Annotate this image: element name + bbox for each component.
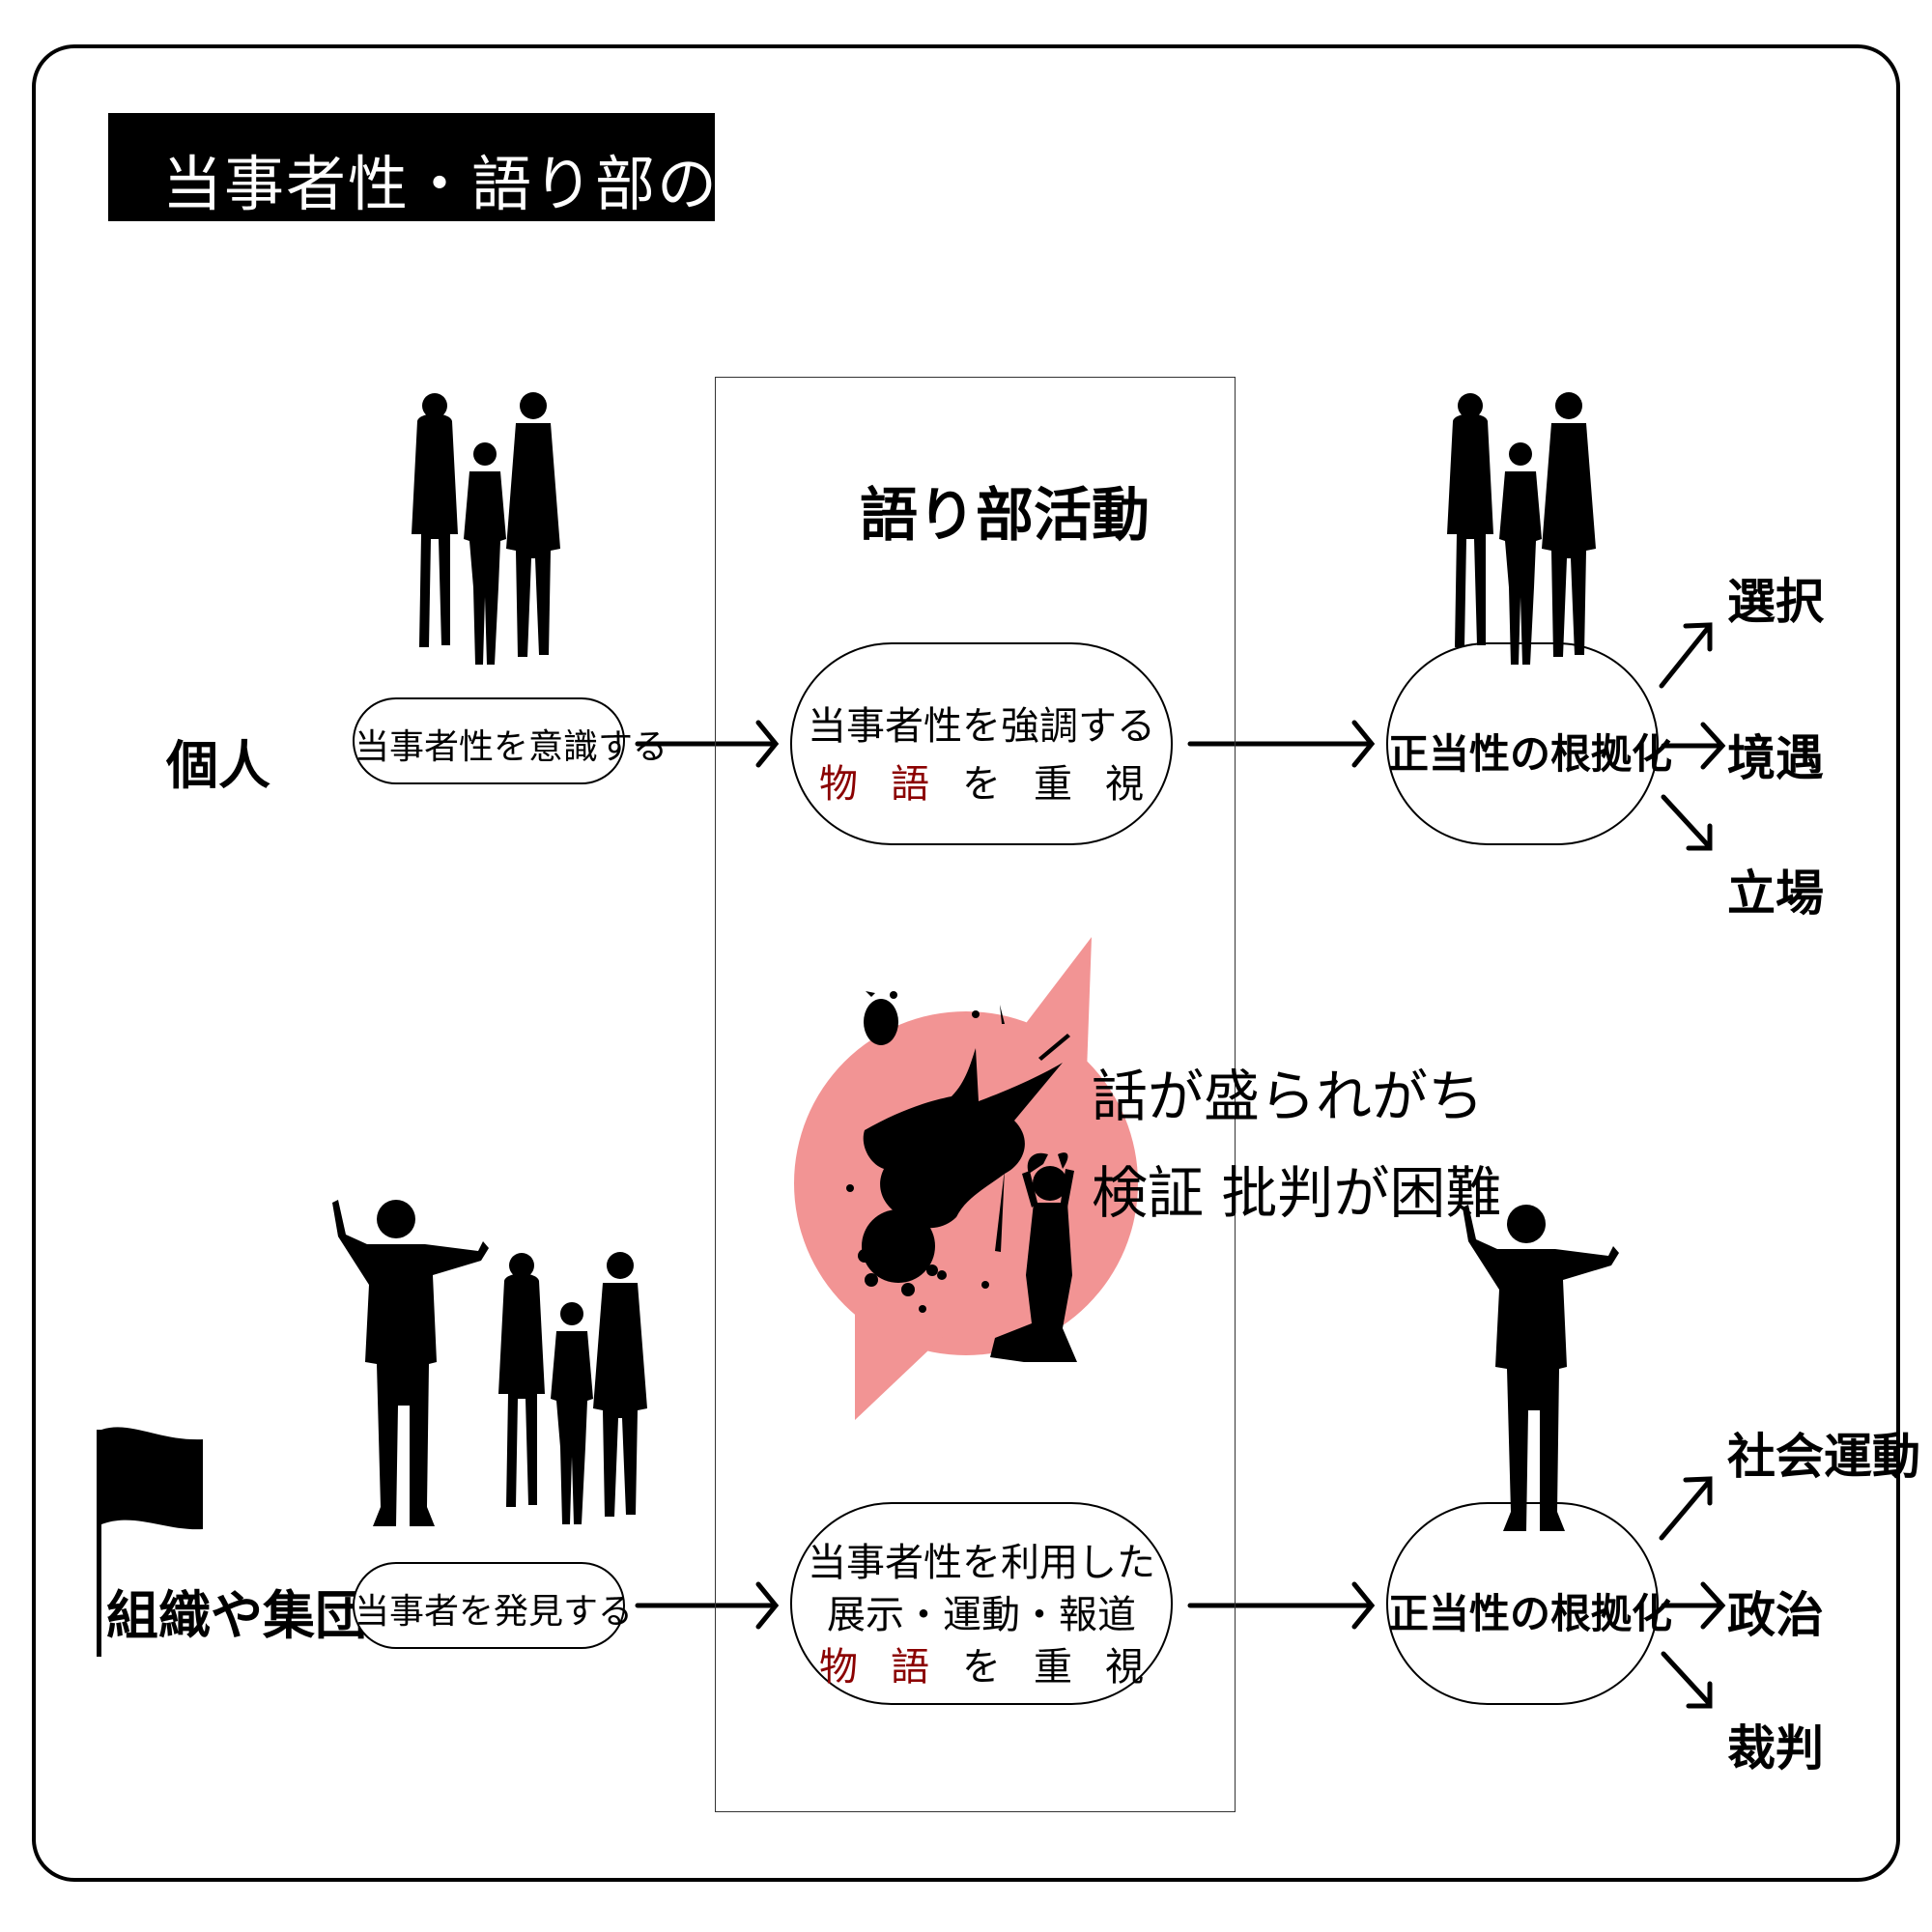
family-silhouette-icon	[1447, 392, 1596, 665]
middle-node-line: 当事者性を利用した	[808, 1541, 1155, 1585]
outcome-choice: 選択	[1727, 574, 1824, 630]
storyteller-activity-panel	[715, 377, 1236, 1812]
start-node-individual: 当事者性を意識する	[353, 697, 668, 784]
page-title: 当事者性・語り部の誕生	[162, 149, 843, 219]
end-node-organization: 正当性の根拠化	[1386, 1502, 1673, 1705]
ink-splatter-icon	[846, 991, 1070, 1313]
outer-frame	[32, 44, 1900, 1882]
row-label-individual: 個人	[166, 735, 270, 796]
speaker-silhouette-icon	[332, 1200, 489, 1526]
outcome-trial: 裁判	[1727, 1720, 1824, 1776]
emphasis-char: を	[962, 1645, 1001, 1690]
end-node-label: 正当性の根拠化	[1388, 730, 1673, 778]
family-silhouette-icon	[498, 1252, 647, 1524]
middle-node-individual: 当事者性を強調する 物語を重視	[790, 642, 1173, 845]
emphasis-char: 語	[891, 762, 929, 807]
row-label-organization: 組織や集団	[106, 1585, 367, 1646]
middle-node-line: 展示・運動・報道	[827, 1593, 1136, 1637]
speaker-silhouette-icon	[1463, 1205, 1619, 1531]
end-node-label: 正当性の根拠化	[1388, 1590, 1673, 1637]
warning-line-verification: 検証 批判が困難	[1092, 1160, 1502, 1226]
middle-node-organization: 当事者性を利用した 展示・運動・報道 物語を重視	[790, 1502, 1173, 1705]
title-banner	[108, 113, 715, 221]
emphasis-char: 語	[891, 1645, 929, 1690]
family-silhouette-icon	[412, 392, 560, 665]
middle-node-emphasis: 物語を重視	[792, 1635, 1171, 1691]
kneeling-figure-icon	[990, 1152, 1077, 1362]
emphasis-char: 物	[819, 1645, 858, 1690]
warning-line-exaggeration: 話が盛られがち	[1092, 1064, 1485, 1129]
emphasis-char: を	[962, 762, 1001, 807]
middle-node-emphasis: 物語を重視	[792, 753, 1171, 809]
outcome-circumstance: 境遇	[1727, 730, 1824, 786]
outcome-position: 立場	[1727, 866, 1824, 922]
emphasis-char: 重	[1034, 762, 1072, 807]
connector-arrows	[635, 622, 1726, 1709]
outcome-social-movement: 社会運動	[1727, 1429, 1920, 1485]
flag-icon	[97, 1427, 203, 1657]
outcome-politics: 政治	[1727, 1587, 1824, 1643]
emphasis-char: 物	[819, 762, 858, 807]
center-heading: 語り部活動	[860, 482, 1150, 550]
end-node-individual: 正当性の根拠化	[1386, 642, 1673, 845]
middle-node-line: 当事者性を強調する	[808, 704, 1155, 749]
start-node-organization: 当事者を発見する	[353, 1562, 634, 1649]
emphasis-char: 視	[1105, 1645, 1144, 1690]
emphasis-char: 視	[1105, 762, 1144, 807]
emphasis-char: 重	[1034, 1645, 1072, 1690]
start-node-label: 当事者性を意識する	[355, 727, 668, 767]
start-node-label: 当事者を発見する	[355, 1592, 634, 1632]
